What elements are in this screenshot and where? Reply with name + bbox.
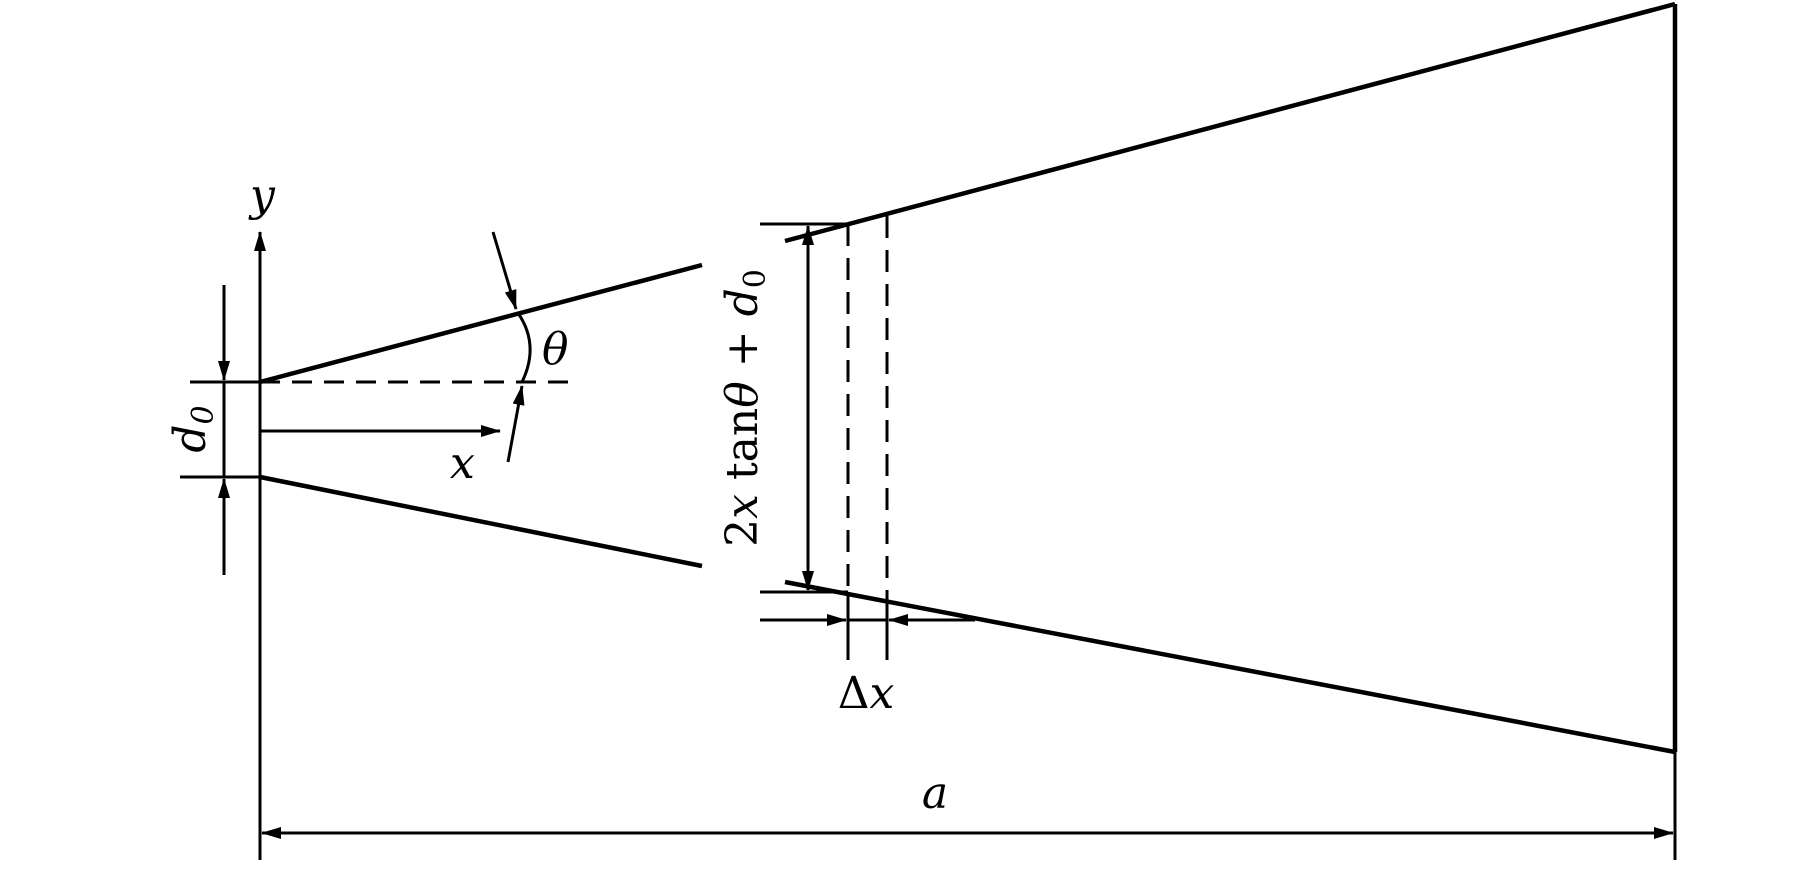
d0-label-sub: 0	[186, 405, 221, 424]
d0-dimension	[180, 285, 260, 575]
delta-x-label: Δx	[838, 668, 895, 719]
width-expr-x: x	[717, 494, 768, 519]
width-expression-label: 2x tanθ + d0	[717, 269, 773, 547]
x-axis-label: x	[450, 438, 475, 489]
width-expr-d: d	[717, 288, 768, 316]
lower-wall-left	[259, 474, 703, 569]
lower-wall-right	[784, 579, 1676, 755]
axes	[254, 231, 1677, 860]
angle-arrow-bottom	[506, 385, 525, 463]
width-expr-prefix: 2	[717, 519, 768, 547]
length-label: a	[922, 768, 948, 819]
width-expr-sub: 0	[738, 269, 773, 288]
svg-text:d0: d0	[165, 405, 221, 452]
diffuser-outline	[259, 1, 1678, 755]
angle-arrow-top	[491, 231, 518, 310]
d0-label: d0	[165, 405, 221, 452]
upper-wall-right	[784, 1, 1676, 244]
d0-label-main: d	[165, 424, 216, 452]
upper-wall-left	[259, 262, 703, 385]
delta-symbol: Δ	[838, 668, 870, 719]
delta-x-var: x	[869, 668, 894, 719]
width-expr-theta: θ	[717, 381, 768, 408]
width-expr-tan: tan	[717, 408, 768, 494]
y-axis-label: y	[248, 170, 276, 221]
svg-text:2x tanθ + d0: 2x tanθ + d0	[717, 269, 773, 547]
width-dimension	[760, 222, 848, 594]
delta-x-dimension	[760, 216, 975, 660]
angle-label: θ	[542, 324, 569, 375]
width-expr-plus: +	[717, 316, 768, 381]
angle-annotation	[260, 231, 580, 463]
angle-arc	[516, 312, 532, 383]
